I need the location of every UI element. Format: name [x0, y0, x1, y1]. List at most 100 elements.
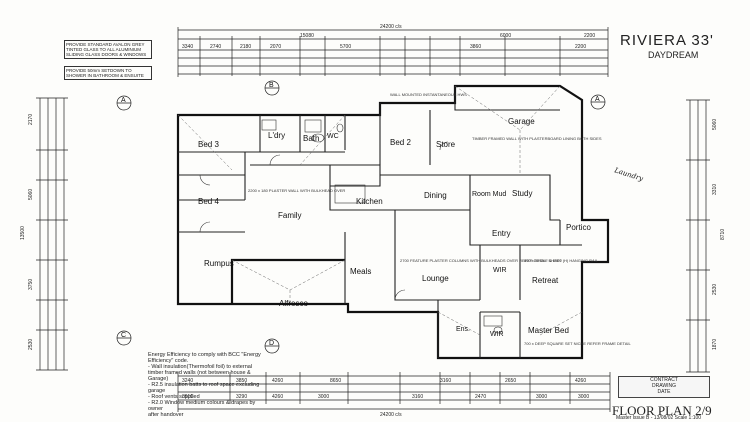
- room-bed-3: Bed 3: [198, 140, 219, 149]
- dim-total-bottom: 24200 c/s: [380, 412, 402, 418]
- dim-bottom: 4260: [272, 378, 283, 384]
- dimension-lines: [36, 27, 710, 412]
- room-bath: Bath: [303, 134, 319, 143]
- energy-line: Garage): [148, 376, 169, 382]
- dim-bottom: 3850: [236, 378, 247, 384]
- annotation-master: 700 x DEEP SQUARE SET NICHE REFER FRAME …: [524, 341, 631, 346]
- section-marker-b: B: [269, 82, 274, 89]
- dim-left: 3750: [28, 279, 34, 290]
- energy-line: Efficiency" code.: [148, 358, 189, 364]
- shower-note: PROVIDE 50mm SETDOWN TO SHOWER IN BATHRO…: [64, 66, 152, 80]
- room-alfresco: Alfresco: [279, 299, 308, 308]
- dim-left: 2170: [28, 114, 34, 125]
- energy-line: Energy Efficiency to comply with BCC "En…: [148, 352, 261, 358]
- room-ensuite: Ens.: [456, 326, 470, 333]
- dim-top: 2200: [584, 33, 595, 39]
- room-bed-4: Bed 4: [198, 197, 219, 206]
- section-marker-a-right: A: [595, 96, 600, 103]
- dim-bottom: 4260: [575, 378, 586, 384]
- room-bed-2: Bed 2: [390, 138, 411, 147]
- dim-bottom: 8650: [330, 378, 341, 384]
- roof-lines: [177, 85, 583, 336]
- dim-bottom-sub: 3000: [536, 394, 547, 400]
- dim-top-sub: 3340: [182, 44, 193, 50]
- issue-label: Master Issue B - 13/08/02 Scale 1:100: [616, 415, 702, 421]
- stamp-line-1: CONTRACT: [650, 377, 678, 383]
- dim-bottom-sub: 3290: [236, 394, 247, 400]
- room-laundry: L'dry: [268, 131, 285, 140]
- room-retreat: Retreat: [532, 276, 559, 285]
- dim-bottom-sub: 3160: [412, 394, 423, 400]
- room-dining: Dining: [424, 191, 447, 200]
- section-marker-c: C: [121, 332, 126, 339]
- dim-bottom: 3160: [440, 378, 451, 384]
- dim-top: 6000: [500, 33, 511, 39]
- dim-top-sub: 2200: [575, 44, 586, 50]
- room-portico: Portico: [566, 223, 591, 232]
- room-study: Study: [512, 189, 532, 198]
- dim-top-sub: 2180: [240, 44, 251, 50]
- variant-title: DAYDREAM: [648, 50, 699, 60]
- dim-top-sub: 3860: [470, 44, 481, 50]
- energy-line: - R2.0 Window medium colours & drapes by…: [148, 400, 256, 412]
- room-wir-master: WIR: [490, 331, 504, 338]
- dim-bottom-sub: 4260: [272, 394, 283, 400]
- dim-top-sub: 2070: [270, 44, 281, 50]
- room-meals: Meals: [350, 267, 371, 276]
- stamp-line-3: DATE: [657, 389, 671, 395]
- room-family: Family: [278, 211, 302, 220]
- room-kitchen: Kitchen: [356, 197, 383, 206]
- annotation-retreat: 600 x SHELF & 1500 (H) HANGING RAIL: [524, 258, 599, 263]
- external-walls: [176, 84, 610, 360]
- model-title: RIVIERA 33': [620, 32, 714, 49]
- room-rumpus: Rumpus: [204, 259, 234, 268]
- energy-line: garage: [148, 388, 166, 394]
- dim-right: 1870: [712, 339, 718, 350]
- dim-bottom-sub: 2470: [475, 394, 486, 400]
- dim-bottom-sub: 3000: [578, 394, 589, 400]
- contract-stamp: CONTRACT DRAWING DATE: [618, 376, 710, 398]
- energy-line: - Roof vents supplied: [148, 394, 200, 400]
- annotation-garage: TIMBER FRAMED WALL WITH PLASTERBOARD LIN…: [472, 136, 602, 141]
- sheet-title: FLOOR PLAN 2/9: [612, 403, 712, 418]
- dim-total: 24200 c/s: [380, 24, 402, 30]
- room-store: Store: [436, 140, 456, 149]
- dim-bottom: 2650: [505, 378, 516, 384]
- energy-note: Energy Efficiency to comply with BCC "En…: [148, 352, 268, 418]
- dim-top-sub: 5700: [340, 44, 351, 50]
- dim-bottom-sub: 3000: [318, 394, 329, 400]
- section-markers: [116, 80, 606, 354]
- room-wc: WC: [327, 133, 339, 140]
- stamp-line-2: DRAWING: [652, 383, 676, 389]
- internal-walls: [178, 86, 582, 358]
- handwritten-note: Laundry: [612, 166, 645, 183]
- energy-line: after handover: [148, 412, 184, 418]
- dim-bottom: 3240: [182, 378, 193, 384]
- fixtures: [199, 119, 503, 334]
- room-lounge: Lounge: [422, 274, 449, 283]
- dim-right: 8710: [720, 229, 726, 240]
- dim-left: 5060: [28, 189, 34, 200]
- dim-top-sub: 2740: [210, 44, 221, 50]
- room-garage: Garage: [508, 117, 535, 126]
- dim-top: 15080: [300, 33, 314, 39]
- room-mud: Room Mud: [472, 191, 506, 198]
- annotation-lounge: 2700 FEATURE PLASTER COLUMNS WITH BULKHE…: [400, 258, 562, 263]
- annotation-plaster: 2200 x 180 PLASTER WALL WITH BULKHEAD OV…: [248, 188, 345, 193]
- dim-right: 5060: [712, 119, 718, 130]
- room-master-bed: Master Bed: [528, 326, 569, 335]
- dim-right: 3310: [712, 184, 718, 195]
- dim-left: 2530: [28, 339, 34, 350]
- dim-right: 2530: [712, 284, 718, 295]
- annotation-hws: WALL MOUNTED INSTANTANEOUS HWS: [390, 92, 467, 97]
- dim-bottom-sub: 3910: [182, 394, 193, 400]
- glass-note: PROVIDE STANDARD AVALON GREY TINTED GLAS…: [64, 40, 152, 59]
- section-marker-d: D: [269, 340, 274, 347]
- energy-line: - R2.5 insulation batts to roof space ex…: [148, 382, 260, 388]
- room-entry: Entry: [492, 229, 511, 238]
- section-marker-a: A: [121, 97, 126, 104]
- dim-left: 13500: [20, 226, 26, 240]
- room-wir: WIR: [493, 267, 507, 274]
